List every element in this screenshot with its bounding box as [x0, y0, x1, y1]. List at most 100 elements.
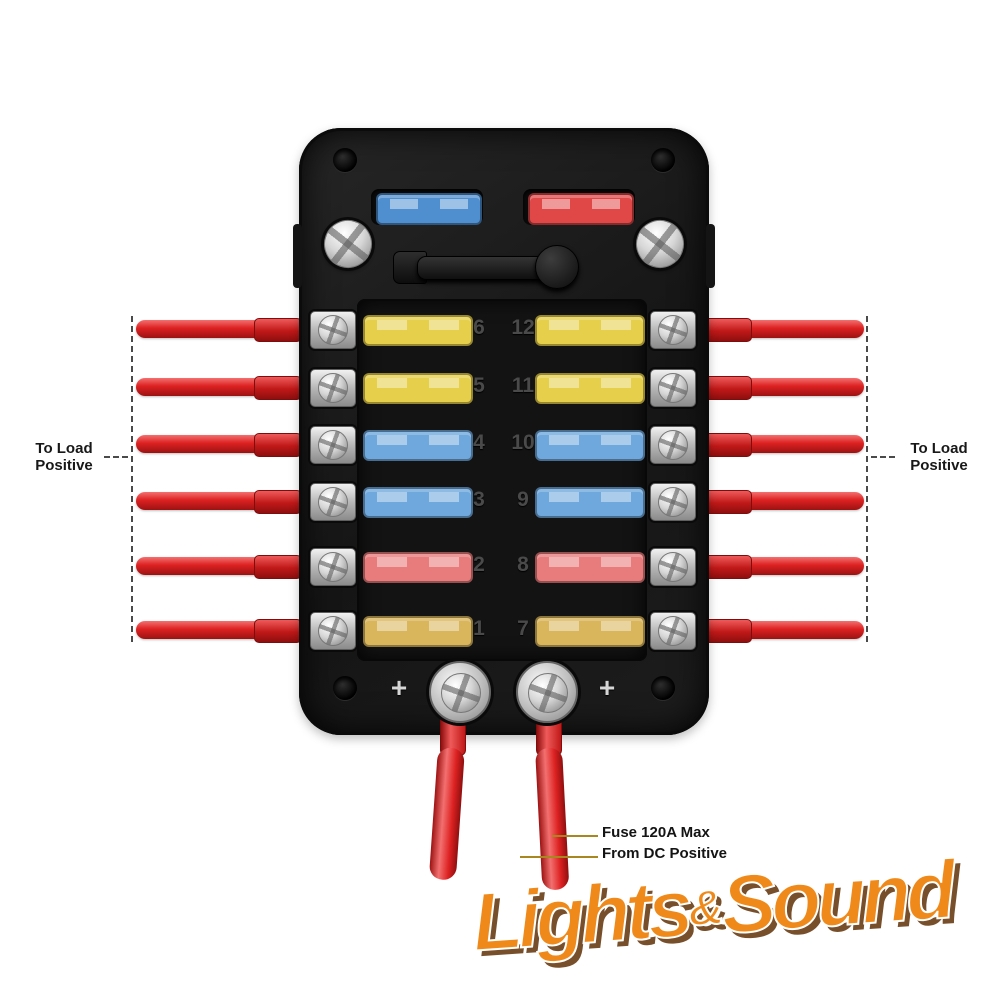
stud-screw-icon	[441, 673, 481, 713]
circuit-number: 1	[473, 617, 485, 640]
terminal-screw-icon	[658, 552, 688, 582]
terminal-left	[310, 483, 356, 521]
terminal-screw-icon	[318, 315, 348, 345]
wire-crimp-left	[254, 376, 302, 400]
load-wire-left	[136, 378, 288, 396]
load-wire-left	[136, 435, 288, 453]
blade-fuse	[363, 616, 473, 647]
circuit-number: 7	[517, 617, 529, 640]
callout-dash-vertical-left	[131, 316, 133, 642]
wire-crimp-right	[704, 318, 752, 342]
terminal-left	[310, 426, 356, 464]
terminal-screw-icon	[658, 315, 688, 345]
circuit-number: 3	[473, 488, 485, 511]
circuit-number: 8	[517, 553, 529, 576]
fuse-rating-note: Fuse 120A Max From DC Positive	[602, 822, 727, 864]
to-load-positive-label-left: To Load Positive	[22, 440, 106, 474]
circuit-number: 9	[517, 488, 529, 511]
positive-mark-right: +	[598, 672, 616, 703]
blade-fuse	[363, 487, 473, 518]
terminal-screw-icon	[318, 487, 348, 517]
terminal-screw-icon	[318, 616, 348, 646]
annotation-line	[552, 835, 598, 837]
side-tab-right	[706, 224, 715, 288]
terminal-screw-icon	[318, 373, 348, 403]
watermark-part1: Lights	[468, 862, 692, 970]
mount-hole	[651, 676, 675, 700]
terminal-screw-icon	[658, 430, 688, 460]
wire-crimp-left	[254, 555, 302, 579]
circuit-number: 10	[511, 431, 535, 454]
spare-fuse-blue	[376, 193, 482, 225]
callout-dash-horizontal-left	[104, 456, 128, 458]
load-wire-left	[136, 621, 288, 639]
terminal-left	[310, 548, 356, 586]
spare-fuse-red	[528, 193, 634, 225]
wire-crimp-left	[254, 619, 302, 643]
blade-fuse	[363, 552, 473, 583]
wire-crimp-right	[704, 555, 752, 579]
circuit-number: 4	[473, 431, 485, 454]
circuit-number: 6	[473, 316, 485, 339]
terminal-screw-icon	[658, 487, 688, 517]
blade-fuse	[535, 616, 645, 647]
fuse-panel	[357, 299, 647, 661]
stud-screw-icon	[528, 673, 568, 713]
callout-dash-horizontal-right	[871, 456, 895, 458]
terminal-screw-icon	[658, 616, 688, 646]
blade-fuse	[363, 373, 473, 404]
circuit-number: 11	[511, 374, 535, 397]
to-load-positive-label-right: To Load Positive	[897, 440, 981, 474]
mount-hole	[333, 148, 357, 172]
terminal-right	[650, 483, 696, 521]
wire-crimp-left	[254, 318, 302, 342]
circuit-number: 5	[473, 374, 485, 397]
annotation-line	[520, 856, 598, 858]
blade-fuse	[363, 430, 473, 461]
to-load-line2: Positive	[35, 457, 93, 474]
wire-crimp-left	[254, 490, 302, 514]
terminal-left	[310, 311, 356, 349]
side-tab-left	[293, 224, 302, 288]
positive-mark-left: +	[390, 672, 408, 703]
feed-wire-right	[535, 747, 570, 891]
watermark-ampersand-icon: &	[685, 878, 724, 937]
to-load-line2: Positive	[910, 457, 968, 474]
terminal-left	[310, 612, 356, 650]
load-wire-left	[136, 492, 288, 510]
terminal-right	[650, 612, 696, 650]
circuit-number: 12	[511, 316, 535, 339]
blade-fuse	[535, 373, 645, 404]
wire-crimp-left	[254, 433, 302, 457]
to-load-line1: To Load	[910, 440, 968, 457]
fuse-puller-knob	[535, 245, 579, 289]
callout-dash-vertical-right	[866, 316, 868, 642]
wire-crimp-right	[704, 619, 752, 643]
to-load-line1: To Load	[35, 440, 93, 457]
wire-crimp-right	[704, 490, 752, 514]
fuse-rating-note-line2: From DC Positive	[602, 845, 728, 862]
feed-stud-left	[429, 661, 491, 723]
blade-fuse	[535, 315, 645, 346]
terminal-left	[310, 369, 356, 407]
terminal-screw-icon	[658, 373, 688, 403]
blade-fuse	[363, 315, 473, 346]
wire-crimp-right	[704, 433, 752, 457]
terminal-screw-icon	[318, 430, 348, 460]
feed-stud-right	[516, 661, 578, 723]
watermark-part2: Sound	[717, 843, 955, 952]
load-wire-left	[136, 557, 288, 575]
mount-hole	[333, 676, 357, 700]
mount-hole	[651, 148, 675, 172]
terminal-right	[650, 548, 696, 586]
blade-fuse	[535, 430, 645, 461]
terminal-right	[650, 369, 696, 407]
load-wire-left	[136, 320, 288, 338]
terminal-right	[650, 426, 696, 464]
fuse-rating-note-line1: Fuse 120A Max	[602, 824, 710, 841]
wire-crimp-right	[704, 376, 752, 400]
blade-fuse	[535, 487, 645, 518]
feed-wire-left	[428, 747, 465, 881]
terminal-screw-icon	[318, 552, 348, 582]
